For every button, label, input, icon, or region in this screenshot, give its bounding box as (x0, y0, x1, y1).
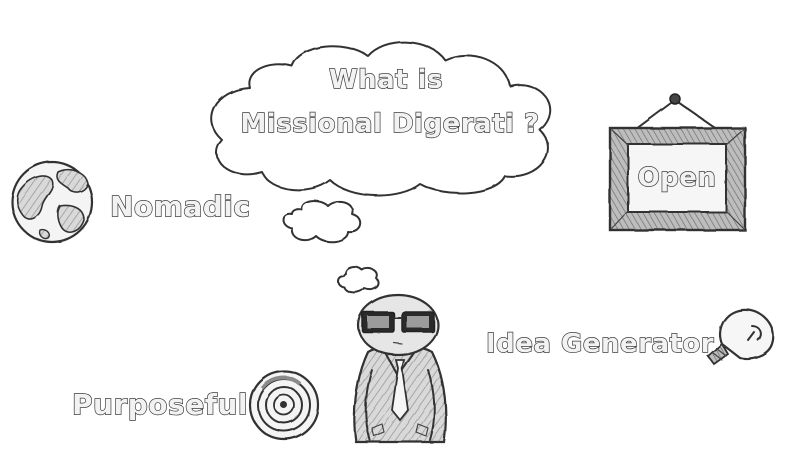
label-open-sign: Open (638, 163, 717, 193)
cloud-title-line1: What is (329, 65, 443, 95)
thought-bubble-small (337, 266, 380, 294)
thought-cloud (210, 41, 552, 197)
label-purposeful: Purposeful (72, 388, 248, 421)
cloud-title-line2: Missional Digerati ? (240, 109, 539, 139)
thought-bubble-medium (282, 200, 362, 243)
label-nomadic: Nomadic (110, 190, 250, 223)
target-icon (248, 369, 320, 441)
lightbulb-icon (706, 308, 775, 366)
globe-icon (10, 160, 94, 244)
person-with-glasses-icon (353, 293, 447, 444)
label-idea-generator: Idea Generator (486, 329, 714, 359)
open-sign-icon (608, 93, 747, 232)
